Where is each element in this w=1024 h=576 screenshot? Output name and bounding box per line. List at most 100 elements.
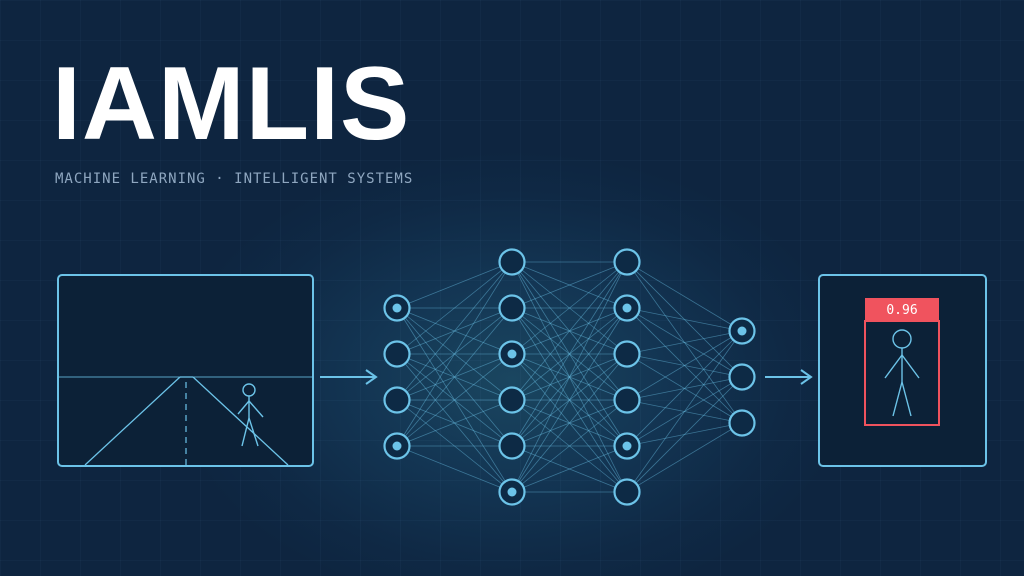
network-connection-l1-5-1 [511, 307, 628, 493]
network-node-l2-n0 [613, 248, 641, 276]
network-connection-l2-1-0 [626, 307, 743, 332]
active-node-dot [507, 349, 517, 359]
active-node-dot [392, 441, 402, 451]
network-connection-l0-0-5 [396, 307, 513, 493]
network-connection-l0-2-4 [396, 399, 513, 447]
network-connections [396, 261, 743, 493]
neural-network [383, 248, 756, 506]
network-connection-l1-3-0 [511, 261, 628, 401]
network-connection-l2-3-0 [626, 330, 743, 401]
network-connection-l1-4-3 [511, 399, 628, 447]
active-node-dot [622, 303, 632, 313]
network-connection-l0-1-3 [396, 353, 513, 401]
network-node-l2-n2 [613, 340, 641, 368]
network-connection-l1-1-0 [511, 261, 628, 309]
network-connection-l2-2-2 [626, 353, 743, 424]
network-connection-l0-2-2 [396, 353, 513, 401]
network-connection-l1-0-5 [511, 261, 628, 493]
network-connection-l1-2-3 [511, 353, 628, 401]
network-connection-l1-3-4 [511, 399, 628, 447]
input-scene-panel [57, 274, 314, 467]
network-connection-l2-4-2 [626, 422, 743, 447]
network-connection-l1-0-3 [511, 261, 628, 401]
network-connection-l2-4-0 [626, 330, 743, 447]
network-connection-l1-3-2 [511, 353, 628, 401]
confidence-score: 0.96 [886, 303, 917, 318]
network-nodes [383, 248, 756, 506]
network-connection-l2-4-1 [626, 376, 743, 447]
network-connection-l0-1-4 [396, 353, 513, 447]
confidence-badge [865, 298, 939, 321]
network-connection-l1-1-3 [511, 307, 628, 401]
active-node-dot [392, 303, 402, 313]
network-connection-l2-0-0 [626, 261, 743, 332]
network-connection-l1-1-2 [511, 307, 628, 355]
network-connection-l2-2-0 [626, 330, 743, 355]
network-connection-l1-4-5 [511, 445, 628, 493]
page-subtitle: MACHINE LEARNING · INTELLIGENT SYSTEMS [55, 171, 414, 187]
network-node-l0-n1 [383, 340, 411, 368]
network-node-l0-n2 [383, 386, 411, 414]
network-connection-l1-0-1 [511, 261, 628, 309]
network-connection-l0-2-5 [396, 399, 513, 493]
network-connection-l1-5-2 [511, 353, 628, 493]
network-node-l3-n0 [728, 317, 756, 345]
page-title: IAMLIS [52, 46, 411, 162]
network-connection-l0-0-3 [396, 307, 513, 401]
output-detection-panel: 0.96 [818, 274, 987, 467]
network-connection-l1-0-2 [511, 261, 628, 355]
network-connection-l2-3-1 [626, 376, 743, 401]
network-connection-l1-2-5 [511, 353, 628, 493]
network-connection-l0-3-0 [396, 261, 513, 447]
network-node-l1-n1 [498, 294, 526, 322]
network-connection-l1-1-5 [511, 307, 628, 493]
network-connection-l1-5-0 [511, 261, 628, 493]
network-connection-l0-3-5 [396, 445, 513, 493]
network-node-l1-n0 [498, 248, 526, 276]
network-connection-l1-5-4 [511, 445, 628, 493]
network-connection-l2-3-2 [626, 399, 743, 424]
network-node-l1-n3 [498, 386, 526, 414]
network-connection-l1-0-4 [511, 261, 628, 447]
network-node-l1-n4 [498, 432, 526, 460]
network-connection-l0-3-1 [396, 307, 513, 447]
network-node-l3-n2 [728, 409, 756, 437]
network-node-l3-n1 [728, 363, 756, 391]
network-node-l2-n1 [613, 294, 641, 322]
network-connection-l1-3-1 [511, 307, 628, 401]
network-connection-l2-2-1 [626, 353, 743, 378]
network-connection-l0-1-5 [396, 353, 513, 493]
active-node-dot [507, 487, 517, 497]
network-connection-l0-3-2 [396, 353, 513, 447]
input-arrow [320, 369, 378, 385]
network-connection-l1-4-2 [511, 353, 628, 447]
network-node-l0-n3 [383, 432, 411, 460]
network-connection-l2-0-2 [626, 261, 743, 424]
network-connection-l1-3-5 [511, 399, 628, 493]
network-connection-l1-5-3 [511, 399, 628, 493]
network-connection-l0-2-1 [396, 307, 513, 401]
network-node-l1-n5 [498, 478, 526, 506]
network-node-l2-n3 [613, 386, 641, 414]
network-connection-l0-1-1 [396, 307, 513, 355]
network-connection-l2-1-1 [626, 307, 743, 378]
network-connection-l0-2-0 [396, 261, 513, 401]
network-connection-l2-0-1 [626, 261, 743, 378]
network-connection-l2-5-0 [626, 330, 743, 493]
network-connection-l1-2-0 [511, 261, 628, 355]
pedestrian-icon [237, 383, 264, 447]
output-arrow [765, 369, 813, 385]
network-connection-l1-2-4 [511, 353, 628, 447]
road-icon [84, 376, 289, 466]
network-connection-l2-5-1 [626, 376, 743, 493]
network-connection-l1-4-0 [511, 261, 628, 447]
network-connection-l1-1-4 [511, 307, 628, 447]
network-node-l0-n0 [383, 294, 411, 322]
network-connection-l0-3-3 [396, 399, 513, 447]
network-connection-l1-4-1 [511, 307, 628, 447]
network-connection-l0-0-2 [396, 307, 513, 355]
network-connection-l2-1-2 [626, 307, 743, 424]
network-connection-l0-1-0 [396, 261, 513, 355]
